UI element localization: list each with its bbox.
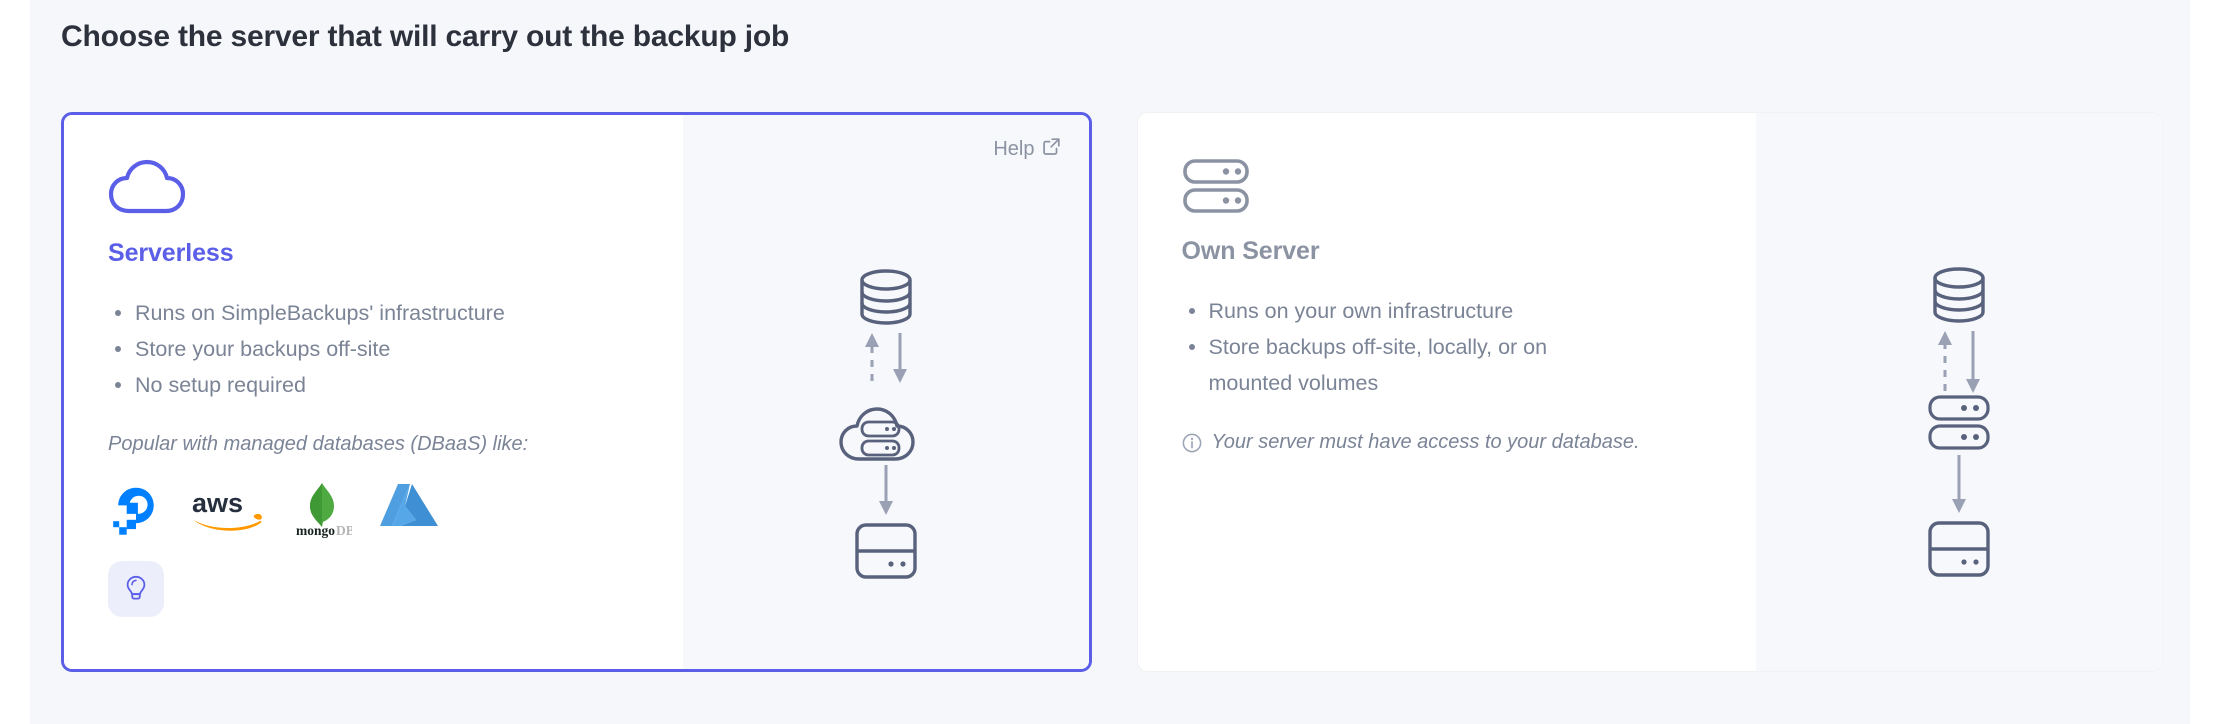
own-server-flow-diagram bbox=[1894, 263, 2024, 588]
svg-text:aws: aws bbox=[192, 488, 243, 518]
card-serverless-bullets: Runs on SimpleBackups' infrastructure St… bbox=[108, 295, 643, 403]
database-icon bbox=[859, 269, 912, 325]
server-option-cards: Serverless Runs on SimpleBackups' infras… bbox=[61, 112, 2163, 672]
tip-button[interactable] bbox=[108, 561, 164, 617]
page-background: Choose the server that will carry out th… bbox=[30, 0, 2190, 724]
info-circle-icon bbox=[1182, 432, 1202, 462]
digitalocean-logo bbox=[108, 480, 164, 541]
card-serverless-diagram-panel: Help bbox=[682, 115, 1089, 669]
card-own-server[interactable]: Own Server Runs on your own infrastructu… bbox=[1136, 112, 2163, 672]
mongodb-logo: mongo DB bbox=[292, 478, 355, 543]
list-item: Store backups off-site, locally, or on m… bbox=[1182, 329, 1632, 401]
list-item: Store your backups off-site bbox=[108, 331, 558, 367]
solid-down-arrow-1 bbox=[892, 333, 907, 383]
card-serverless[interactable]: Serverless Runs on SimpleBackups' infras… bbox=[61, 112, 1092, 672]
database-icon bbox=[1933, 267, 1985, 323]
list-item: Runs on your own infrastructure bbox=[1182, 293, 1632, 329]
server-rack-icon bbox=[1928, 395, 1990, 450]
dashed-up-arrow bbox=[864, 333, 879, 381]
lightbulb-icon bbox=[125, 575, 147, 604]
solid-down-arrow-2 bbox=[878, 465, 893, 515]
external-link-icon bbox=[1042, 137, 1061, 162]
card-own-server-content: Own Server Runs on your own infrastructu… bbox=[1137, 113, 1757, 671]
dashed-up-arrow bbox=[1938, 331, 1953, 391]
server-rack-icon bbox=[1182, 157, 1717, 215]
card-serverless-content: Serverless Runs on SimpleBackups' infras… bbox=[64, 115, 683, 669]
card-own-server-title: Own Server bbox=[1181, 237, 1320, 265]
solid-down-arrow-1 bbox=[1966, 331, 1981, 393]
provider-logos: aws mongo DB bbox=[108, 479, 643, 541]
svg-text:mongo: mongo bbox=[296, 523, 335, 538]
help-link[interactable]: Help bbox=[993, 137, 1060, 162]
aws-logo: aws bbox=[190, 482, 266, 539]
svg-text:DB: DB bbox=[336, 523, 352, 538]
solid-down-arrow-2 bbox=[1952, 455, 1967, 513]
card-own-server-note: Your server must have access to your dat… bbox=[1182, 427, 1717, 462]
note-text: Popular with managed databases (DBaaS) l… bbox=[108, 433, 529, 455]
list-item: Runs on SimpleBackups' infrastructure bbox=[108, 295, 558, 331]
card-serverless-note: Popular with managed databases (DBaaS) l… bbox=[108, 429, 643, 459]
storage-icon bbox=[854, 523, 917, 579]
help-label: Help bbox=[993, 138, 1035, 160]
note-text: Your server must have access to your dat… bbox=[1211, 431, 1640, 453]
serverless-flow-diagram bbox=[821, 265, 951, 590]
card-own-server-bullets: Runs on your own infrastructure Store ba… bbox=[1182, 293, 1717, 401]
card-serverless-title: Serverless bbox=[108, 239, 234, 267]
list-item: No setup required bbox=[108, 367, 558, 403]
page-title: Choose the server that will carry out th… bbox=[61, 20, 790, 53]
cloud-server-icon bbox=[838, 407, 915, 461]
storage-icon bbox=[1928, 521, 1990, 577]
card-own-server-diagram-panel bbox=[1756, 113, 2162, 671]
cloud-icon bbox=[108, 159, 643, 217]
azure-logo bbox=[378, 482, 440, 539]
